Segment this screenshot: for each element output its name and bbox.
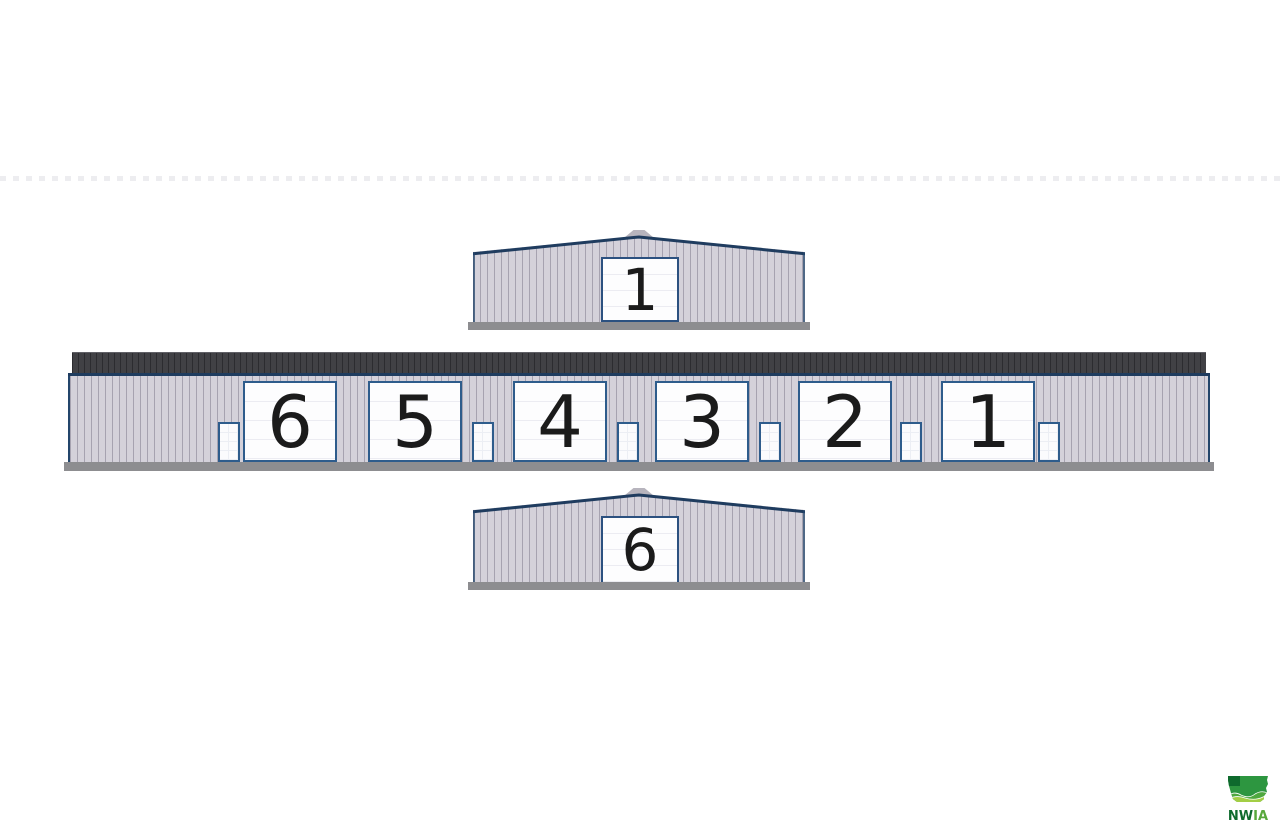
door-number: 1: [965, 379, 1011, 464]
nwia-logo: NWIA: [1220, 774, 1276, 823]
logo-text-ia: IA: [1253, 809, 1269, 824]
door-number: 5: [392, 379, 438, 464]
logo-text: NWIA: [1220, 810, 1276, 823]
man-door: [1038, 422, 1060, 462]
door-number: 4: [537, 379, 583, 464]
garage-door-unit-5: 5: [368, 381, 462, 462]
garage-door-unit-1: 1: [941, 381, 1035, 462]
faint-dashed-line: [0, 176, 1280, 181]
door-number: 3: [679, 379, 725, 464]
foundation: [468, 322, 810, 330]
man-door: [218, 422, 240, 462]
foundation: [64, 462, 1214, 471]
door-number: 6: [267, 379, 313, 464]
foundation: [468, 582, 810, 590]
garage-door-unit-3: 3: [655, 381, 749, 462]
man-door: [759, 422, 781, 462]
garage-door-unit-6: 6: [243, 381, 337, 462]
garage-door-unit-4: 4: [513, 381, 607, 462]
man-door: [900, 422, 922, 462]
roof-band: [72, 352, 1206, 373]
gable-ridge-cap: [621, 230, 657, 240]
unit-door: 1: [601, 257, 679, 322]
logo-text-nw: NW: [1227, 809, 1254, 824]
door-number: 2: [822, 379, 868, 464]
man-door: [472, 422, 494, 462]
unit-door: 6: [601, 516, 679, 584]
eave-trim-line: [68, 373, 1210, 376]
gable-ridge-cap: [621, 488, 657, 498]
door-number: 1: [621, 255, 659, 324]
side-elevation: 6 5 4 3 2 1: [64, 352, 1214, 471]
door-number: 6: [621, 516, 659, 584]
man-door: [617, 422, 639, 462]
iowa-state-icon: [1228, 776, 1268, 802]
south-end-elevation: 6: [468, 487, 810, 590]
garage-door-unit-2: 2: [798, 381, 892, 462]
north-end-elevation: 1: [468, 229, 810, 330]
